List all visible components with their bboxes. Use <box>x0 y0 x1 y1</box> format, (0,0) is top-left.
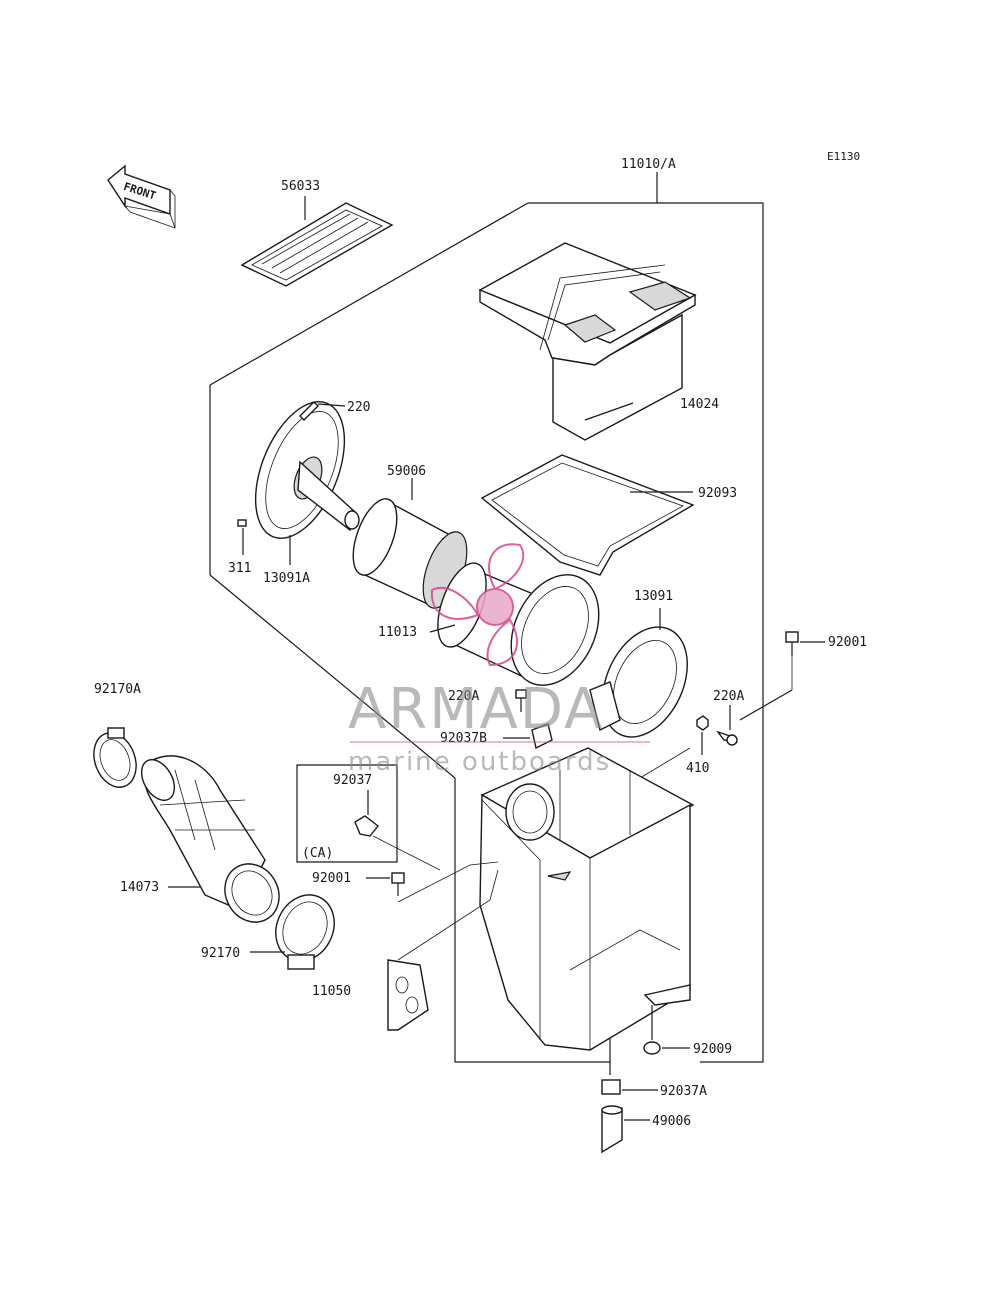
label-92093: 92093 <box>698 486 737 501</box>
front-arrow-icon: FRONT <box>107 164 176 229</box>
part-92001-right-bolt <box>739 631 825 721</box>
watermark-tagline: marine outboards <box>348 747 611 777</box>
part-airbox-case <box>479 747 695 1051</box>
part-92170A-clamp <box>93 727 137 788</box>
inset-ca-box <box>296 764 441 871</box>
label-CA: (CA) <box>302 846 333 861</box>
label-49006: 49006 <box>652 1114 691 1129</box>
part-49006-drain <box>601 1105 650 1154</box>
label-92009: 92009 <box>693 1042 732 1057</box>
part-11050-bracket <box>387 869 499 1031</box>
label-14073: 14073 <box>120 880 159 895</box>
label-220A-center: 220A <box>448 689 479 704</box>
part-92001-left-bolt <box>366 861 499 903</box>
part-92093-gasket <box>480 454 695 576</box>
label-11050: 11050 <box>312 984 351 999</box>
propeller-logo-icon <box>430 543 525 667</box>
part-92037A-clamp <box>601 1038 658 1095</box>
label-13091A: 13091A <box>263 571 310 586</box>
part-56033-mat <box>240 196 394 287</box>
label-13091: 13091 <box>634 589 673 604</box>
part-220A-center-screw <box>515 689 527 712</box>
label-56033: 56033 <box>281 179 320 194</box>
label-92037: 92037 <box>333 773 372 788</box>
label-11010A: 11010/A <box>621 157 676 172</box>
armada-watermark: ARMADA marine outboards <box>348 543 650 777</box>
label-92001-left: 92001 <box>312 871 351 886</box>
watermark-brand: ARMADA <box>348 677 604 742</box>
label-59006: 59006 <box>387 464 426 479</box>
label-92037A: 92037A <box>660 1084 707 1099</box>
part-410-nut <box>639 715 709 779</box>
part-14024-cover <box>478 242 697 441</box>
diagram-code: E1130 <box>827 150 860 163</box>
label-92001-right: 92001 <box>828 635 867 650</box>
label-92170: 92170 <box>201 946 240 961</box>
label-11013: 11013 <box>378 625 417 640</box>
part-220-screw <box>299 401 346 421</box>
part-220A-right-screw <box>716 705 739 746</box>
label-410: 410 <box>686 761 709 776</box>
part-13091-cap <box>589 608 688 738</box>
part-311-clip <box>237 519 247 555</box>
label-220: 220 <box>347 400 370 415</box>
label-220A-right: 220A <box>713 689 744 704</box>
part-92170-clamp <box>250 894 335 970</box>
label-92170A: 92170A <box>94 682 141 697</box>
part-92009-screw <box>643 1005 690 1055</box>
part-13091A-plate <box>254 401 360 565</box>
label-311: 311 <box>228 561 251 576</box>
part-14073-duct <box>140 755 280 923</box>
label-14024: 14024 <box>680 397 719 412</box>
